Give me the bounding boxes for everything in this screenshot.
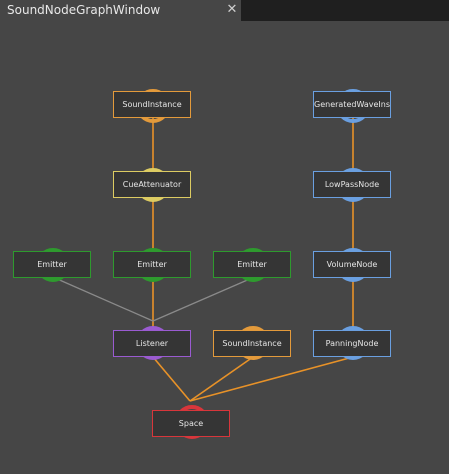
node-label: GeneratedWaveIns: [314, 100, 390, 109]
node-label: Emitter: [137, 260, 167, 269]
node-label: LowPassNode: [324, 180, 380, 189]
node-label: Emitter: [37, 260, 67, 269]
graph-edges-and-ports: [36, 89, 370, 439]
edge-listener-space: [152, 356, 191, 402]
node-label: SoundInstance: [222, 339, 282, 348]
node-panning[interactable]: PanningNode: [313, 330, 391, 357]
node-label: Space: [178, 419, 204, 428]
node-emitter-3[interactable]: Emitter: [213, 251, 291, 278]
node-generated-wave-instance[interactable]: GeneratedWaveIns: [313, 91, 391, 118]
node-space[interactable]: Space: [152, 410, 230, 437]
close-icon[interactable]: ✕: [226, 2, 238, 17]
node-emitter-2[interactable]: Emitter: [113, 251, 191, 278]
node-sound-instance-2[interactable]: SoundInstance: [213, 330, 291, 357]
node-graph-canvas[interactable]: SoundInstance GeneratedWaveIns CueAttenu…: [0, 21, 449, 474]
edge-emitter3-listener: [152, 277, 253, 322]
node-label: Emitter: [237, 260, 267, 269]
node-listener[interactable]: Listener: [113, 330, 191, 357]
node-low-pass[interactable]: LowPassNode: [313, 171, 391, 198]
tab-strip: SoundNodeGraphWindow ✕: [0, 0, 449, 21]
edge-panning-space: [189, 356, 354, 402]
node-label: CueAttenuator: [122, 180, 182, 189]
tab-title: SoundNodeGraphWindow: [7, 3, 161, 17]
tab-sound-node-graph-window[interactable]: SoundNodeGraphWindow ✕: [0, 0, 241, 21]
node-sound-instance[interactable]: SoundInstance: [113, 91, 191, 118]
node-emitter-1[interactable]: Emitter: [13, 251, 91, 278]
node-label: VolumeNode: [326, 260, 378, 269]
node-volume[interactable]: VolumeNode: [313, 251, 391, 278]
node-label: PanningNode: [325, 339, 379, 348]
node-label: SoundInstance: [122, 100, 182, 109]
node-label: Listener: [135, 339, 169, 348]
edge-soundinstance2-space: [189, 356, 254, 402]
edge-emitter1-listener: [54, 277, 154, 322]
node-cue-attenuator[interactable]: CueAttenuator: [113, 171, 191, 198]
